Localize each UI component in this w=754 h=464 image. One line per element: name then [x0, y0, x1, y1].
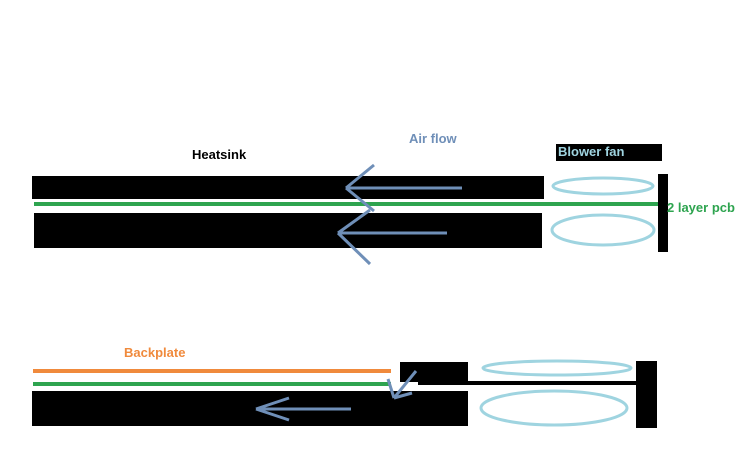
- fan-ring-icon: [550, 213, 656, 247]
- arrow-left-icon: [255, 396, 351, 422]
- fan-ring-icon: [481, 359, 633, 377]
- heatsink-upper-block: [32, 176, 544, 199]
- heatsink-lower-block: [34, 213, 542, 248]
- air-flow-label: Air flow: [409, 131, 457, 146]
- heatsink-label: Heatsink: [192, 147, 247, 162]
- pcb-label: 2 layer pcb: [667, 200, 735, 215]
- backplate-label: Backplate: [124, 345, 186, 360]
- arrow-left-icon: [345, 163, 462, 213]
- fan-ring-icon: [551, 176, 655, 196]
- fan-ring-icon: [479, 389, 629, 427]
- arrow-left-icon: [336, 208, 447, 266]
- blower-fan-label: Blower fan: [556, 144, 662, 161]
- heatsink-bottom-step: [400, 362, 468, 382]
- arrow-down-left-icon: [386, 370, 418, 400]
- blower-fan-bracket-bottom: [636, 361, 657, 428]
- blower-fan-bracket-top: [658, 174, 668, 252]
